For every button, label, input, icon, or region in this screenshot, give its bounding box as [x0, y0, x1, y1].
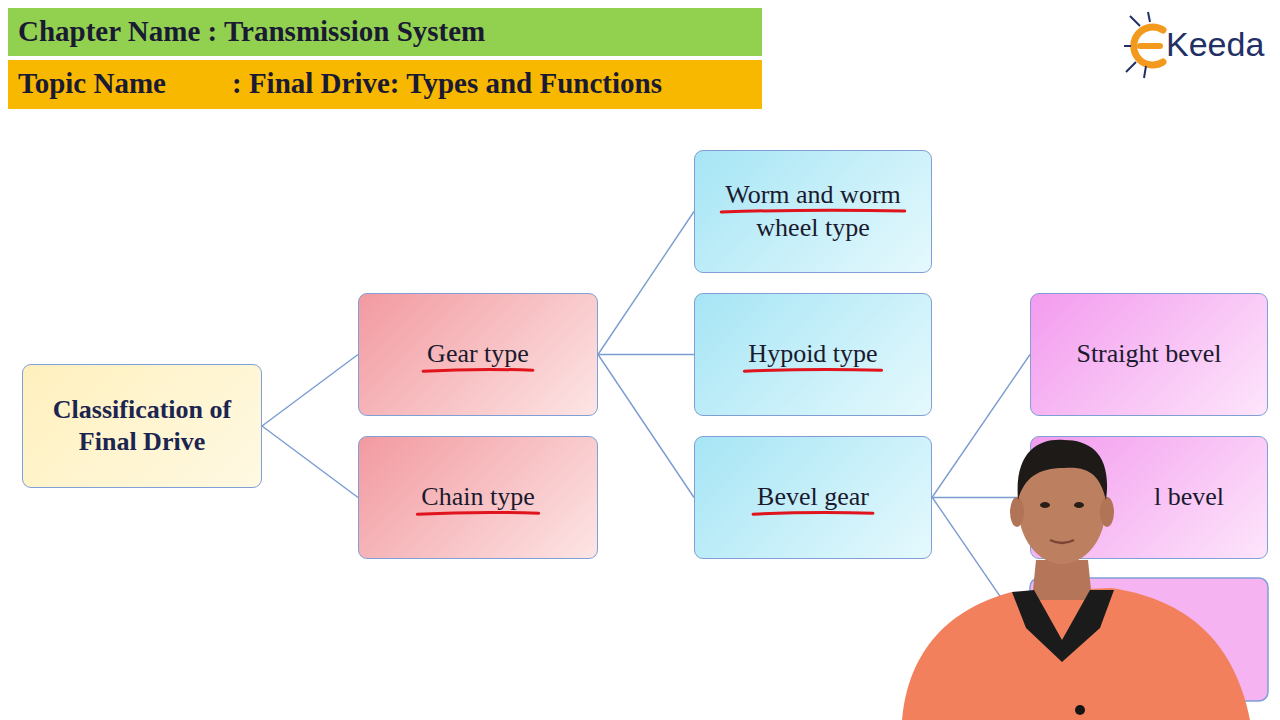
red-underline [744, 369, 881, 371]
chapter-bar [8, 8, 762, 56]
topic-value: : Final Drive: Types and Functions [232, 66, 662, 101]
box-label: Straight bevel [1076, 338, 1221, 371]
topic-heading: Topic Name [18, 66, 166, 101]
connector-line [598, 212, 694, 355]
final-drive-box: Gear type [358, 293, 598, 416]
connector-line [598, 355, 694, 498]
box-label: Classification of Final Drive [35, 394, 249, 459]
presenter-figure [902, 440, 1250, 720]
logo-text: Keeda [1166, 24, 1264, 65]
chapter-heading: Chapter Name : Transmission System [18, 14, 485, 49]
final-drive-box: Hypoid type [694, 293, 932, 416]
connector-line [598, 354, 694, 355]
final-drive-box: Classification of Final Drive [22, 364, 262, 488]
red-underline [721, 210, 905, 212]
logo-mark [1124, 12, 1163, 78]
final-drive-box: Bevel gear [694, 436, 932, 559]
red-underline [417, 512, 538, 514]
box-label: Worm and worm wheel type [707, 179, 919, 244]
final-drive-box: Straight bevel [1030, 293, 1268, 416]
box-label: Bevel gear [757, 481, 869, 514]
box-label: Hypoid type [748, 338, 877, 371]
connector-line [262, 355, 358, 427]
topic-bar [8, 60, 762, 109]
connector-line [932, 355, 1030, 498]
red-underline [753, 512, 873, 514]
box-label: Chain type [421, 481, 534, 514]
final-drive-box: Worm and worm wheel type [694, 150, 932, 273]
connector-line [262, 426, 358, 498]
final-drive-box: Chain type [358, 436, 598, 559]
box-label: Gear type [427, 338, 529, 371]
box-label: l bevel [1154, 481, 1224, 514]
red-underline [423, 369, 533, 371]
